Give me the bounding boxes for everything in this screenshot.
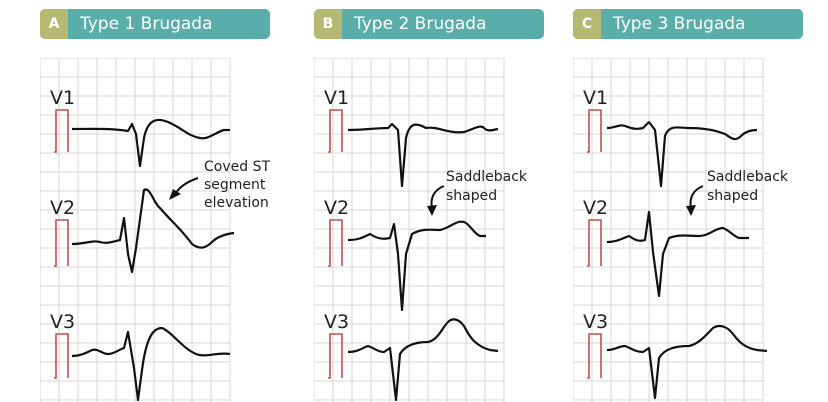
trace-v3 [71, 326, 231, 402]
lead-label-v2: V2 [50, 197, 75, 219]
ecg-strip: V1 V2 V3 Saddleback shaped [573, 58, 792, 402]
lead-label-v1: V1 [324, 87, 349, 109]
trace-v1 [606, 120, 758, 188]
panel-title: Type 3 Brugada [613, 14, 746, 34]
panel-letter-badge: B [314, 9, 342, 39]
calibration-pulses [328, 109, 343, 379]
lead-label-v3: V3 [324, 311, 349, 333]
panel-type-1: A Type 1 Brugada V1 V2 V3 Coved ST segme… [40, 0, 280, 402]
ecg-strip: V1 V2 V3 Saddleback shaped [314, 58, 531, 402]
calibration-pulses [54, 109, 69, 379]
trace-v2 [71, 188, 235, 274]
panel-type-3: C Type 3 Brugada V1 V2 V3 Saddleback sha… [573, 0, 813, 402]
panel-letter-badge: A [40, 9, 68, 39]
calibration-pulse [54, 219, 69, 267]
trace-v2 [606, 210, 749, 298]
panel-type-2: B Type 2 Brugada V1 V2 V3 Saddleback sha… [314, 0, 554, 402]
annotation-arrow [430, 185, 445, 209]
calibration-pulse [328, 219, 343, 267]
ecg-grid [573, 58, 764, 402]
annotation-text: Saddleback shaped [707, 169, 792, 204]
lead-label-v2: V2 [324, 197, 349, 219]
trace-v1 [347, 122, 499, 188]
arrow-head [169, 189, 181, 200]
calibration-pulse [328, 109, 343, 153]
annotation-arrow [689, 185, 704, 209]
panel-letter-badge: C [573, 9, 601, 39]
calibration-pulse [587, 219, 602, 267]
arrow-head [686, 205, 696, 216]
annotation-text: Saddleback shaped [446, 169, 531, 204]
trace-v3 [606, 324, 768, 400]
panel-header: A Type 1 Brugada [40, 9, 270, 39]
trace-v3 [347, 318, 499, 402]
trace-v1 [71, 118, 230, 168]
calibration-pulse [587, 109, 602, 153]
lead-label-v1: V1 [50, 87, 75, 109]
calibration-pulse [54, 333, 69, 379]
panel-title: Type 2 Brugada [354, 14, 487, 34]
lead-label-v1: V1 [583, 87, 608, 109]
arrow-head [427, 205, 437, 216]
panel-header: B Type 2 Brugada [314, 9, 544, 39]
lead-label-v3: V3 [583, 311, 608, 333]
trace-v2 [347, 220, 486, 312]
panel-header: C Type 3 Brugada [573, 9, 803, 39]
calibration-pulses [587, 109, 602, 379]
calibration-pulse [328, 333, 343, 379]
panel-title: Type 1 Brugada [80, 14, 213, 34]
calibration-pulse [54, 109, 69, 153]
lead-label-v2: V2 [583, 197, 608, 219]
calibration-pulse [587, 333, 602, 379]
annotation-text: Coved ST segment elevation [204, 159, 274, 211]
ecg-strip: V1 V2 V3 Coved ST segment elevation [40, 58, 274, 402]
ecg-grid [314, 58, 505, 402]
lead-label-v3: V3 [50, 311, 75, 333]
